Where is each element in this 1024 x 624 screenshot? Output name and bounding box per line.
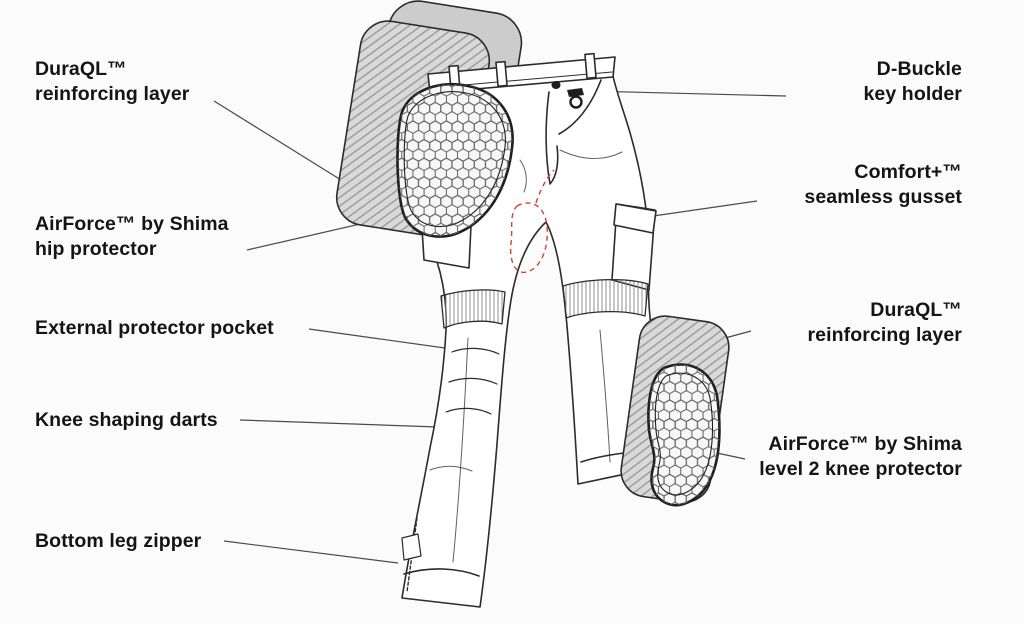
label-comfort-seamless-gusset: Comfort+™ seamless gusset [804, 161, 962, 208]
label-duraql-reinforcing-layer-knee: DuraQL™ reinforcing layer [807, 299, 962, 346]
leader-knee-shaping-darts [239, 419, 439, 428]
leader-bottom-leg-zipper [223, 540, 399, 564]
fabric-crease [452, 337, 469, 563]
knee-accordion-right [562, 279, 649, 319]
leader-external-protector-pocket [308, 328, 453, 350]
d-buckle-strap [567, 88, 584, 97]
leader-duraql-top-left [213, 100, 363, 194]
knee-dart [451, 347, 500, 355]
leader-lines [213, 90, 787, 564]
leader-d-buckle [588, 90, 787, 97]
knee-accordion-left [440, 289, 506, 329]
fabric-crease [599, 329, 611, 463]
label-airforce-knee-protector: AirForce™ by Shima level 2 knee protecto… [759, 433, 962, 480]
knee-dart [445, 407, 492, 415]
label-duraql-reinforcing-layer-top: DuraQL™ reinforcing layer [35, 58, 190, 105]
belt-loop [495, 60, 508, 88]
gusset-outline-tail [535, 169, 555, 204]
label-knee-shaping-darts: Knee shaping darts [35, 409, 218, 431]
fabric-crease [429, 465, 473, 472]
zipper-flap [401, 533, 422, 561]
label-bottom-leg-zipper: Bottom leg zipper [35, 530, 202, 552]
knee-dart [448, 377, 498, 385]
belt-loop [584, 52, 597, 80]
label-d-buckle-key-holder: D-Buckle key holder [863, 58, 962, 105]
waist-button [551, 81, 561, 89]
fabric-crease [559, 149, 623, 159]
hip-protector-graphic [396, 82, 514, 238]
label-airforce-hip-protector: AirForce™ by Shima hip protector [35, 213, 229, 260]
d-buckle-ring [569, 95, 583, 109]
label-external-protector-pocket: External protector pocket [35, 317, 274, 339]
fabric-crease [519, 159, 527, 193]
front-pocket-right [558, 79, 602, 135]
knee-protector-graphic [647, 363, 721, 507]
cuff-left [403, 568, 480, 577]
gusset-outline [509, 202, 548, 274]
cargo-pocket-right-flap [613, 203, 657, 234]
fly-stitch [545, 91, 559, 185]
